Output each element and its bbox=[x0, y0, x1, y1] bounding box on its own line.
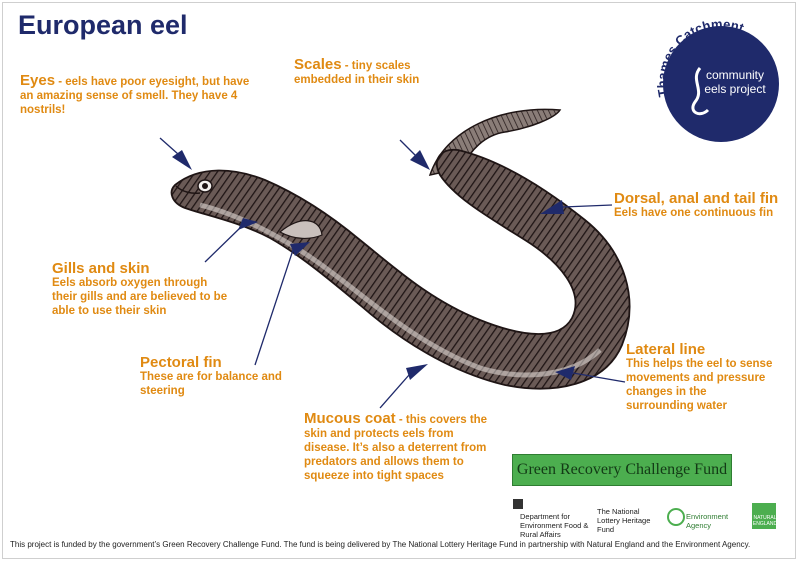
scales-text: - tiny scales embedded in their skin bbox=[294, 60, 420, 86]
natural-england-logo: NATURAL ENGLAND bbox=[752, 515, 778, 527]
arrow-mucous bbox=[406, 364, 428, 380]
pointer-arrows bbox=[172, 150, 575, 380]
arrow-lateral bbox=[555, 366, 575, 380]
badge-label: community eels project bbox=[690, 68, 780, 96]
badge-circle bbox=[663, 26, 779, 142]
environment-agency-icon bbox=[667, 508, 685, 526]
badge-line2: eels project bbox=[704, 82, 766, 96]
pectoral-text: These are for balance and steering bbox=[140, 371, 282, 397]
eel-body bbox=[170, 148, 631, 390]
annotation-dorsal: Dorsal, anal and tail fin Eels have one … bbox=[614, 190, 794, 220]
grcf-banner: Green Recovery Challenge Fund bbox=[512, 454, 732, 486]
lateral-text: This helps the eel to sense movements an… bbox=[626, 358, 773, 412]
dorsal-heading: Dorsal, anal and tail fin bbox=[614, 190, 779, 207]
arrow-gills bbox=[238, 218, 258, 230]
pectoral-fin-shape bbox=[278, 220, 323, 239]
dorsal-text: Eels have one continuous fin bbox=[614, 207, 774, 219]
heritage-fund-logo: The National Lottery Heritage Fund bbox=[597, 507, 651, 534]
lateral-heading: Lateral line bbox=[626, 341, 706, 358]
pointer-lines bbox=[159, 137, 626, 409]
pectoral-heading: Pectoral fin bbox=[140, 354, 222, 371]
belly-highlight bbox=[199, 202, 602, 378]
annotation-lateral: Lateral line This helps the eel to sense… bbox=[626, 341, 776, 413]
arrow-pectoral bbox=[290, 242, 310, 256]
gills-text: Eels absorb oxygen through their gills a… bbox=[52, 277, 228, 317]
eyes-heading: Eyes bbox=[20, 72, 56, 89]
page-title: European eel bbox=[18, 10, 188, 40]
arrow-dorsal bbox=[540, 200, 564, 214]
annotation-eyes: Eyes - eels have poor eyesight, but have… bbox=[20, 72, 260, 117]
annotation-pectoral: Pectoral fin These are for balance and s… bbox=[140, 354, 300, 398]
defra-crest-icon bbox=[513, 499, 523, 509]
scales-heading: Scales bbox=[294, 56, 342, 73]
mucous-text: - this covers the skin and protects eels… bbox=[304, 414, 488, 482]
gills-heading: Gills and skin bbox=[52, 260, 150, 277]
environment-agency-logo: Environment Agency bbox=[686, 512, 729, 530]
annotation-scales: Scales - tiny scales embedded in their s… bbox=[294, 56, 454, 87]
arrow-eyes bbox=[172, 150, 192, 170]
eel-mouth bbox=[175, 185, 201, 194]
eyes-text: - eels have poor eyesight, but have an a… bbox=[20, 76, 250, 116]
annotation-mucous: Mucous coat - this covers the skin and p… bbox=[304, 410, 489, 483]
badge-line1: community bbox=[705, 68, 764, 82]
funding-footer: This project is funded by the government… bbox=[10, 540, 751, 549]
annotation-gills: Gills and skin Eels absorb oxygen throug… bbox=[52, 260, 232, 318]
mucous-heading: Mucous coat bbox=[304, 410, 396, 427]
natural-england-icon bbox=[752, 503, 776, 529]
badge-eel-icon bbox=[691, 67, 710, 116]
defra-logo: Department for Environment Food & Rural … bbox=[520, 512, 589, 539]
